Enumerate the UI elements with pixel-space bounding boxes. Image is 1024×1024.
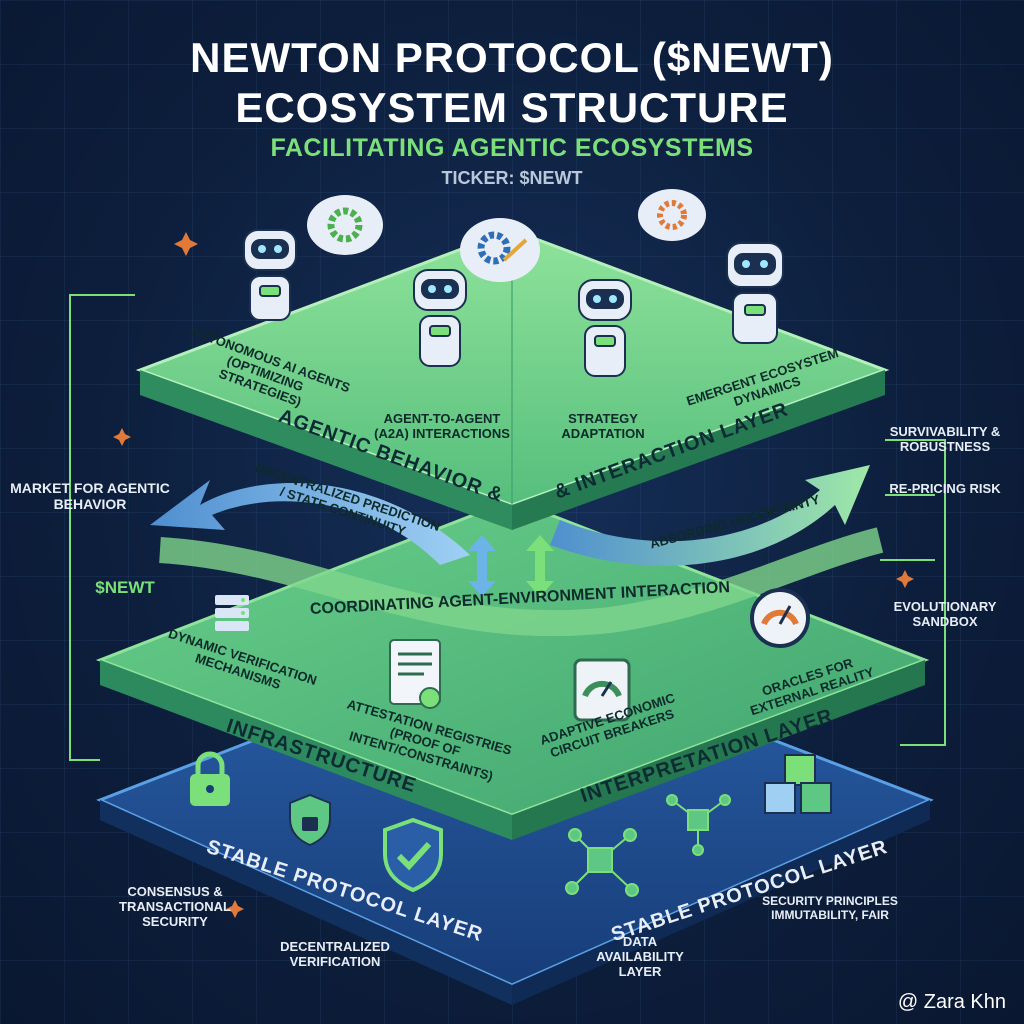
right-flow-arrow — [550, 465, 870, 566]
side-data-label: DATA AVAILABILITY LAYER — [596, 934, 684, 979]
top-item-a2a: AGENT-TO-AGENT (A2A) INTERACTIONS — [374, 411, 510, 441]
page-title-line1: NEWTON PROTOCOL ($NEWT) — [190, 34, 834, 81]
shield-check-icon — [383, 817, 443, 893]
page-subtitle: FACILITATING AGENTIC ECOSYSTEMS — [270, 134, 754, 162]
network-icon — [565, 794, 731, 897]
watermark-text: @ Zara Khn — [897, 991, 1006, 1013]
side-security-label: SECURITY PRINCIPLES IMMUTABILITY, FAIR — [762, 894, 898, 922]
vertical-arrows — [468, 535, 554, 597]
ticker-label: TICKER: $NEWT — [441, 168, 583, 188]
robot-icons — [243, 229, 784, 377]
gauge-icon-oracle — [750, 588, 810, 648]
side-verification-label: DECENTRALIZED VERIFICATION — [280, 939, 390, 969]
server-icon — [215, 595, 249, 631]
page-title-line2: ECOSYSTEM STRUCTURE — [235, 84, 789, 131]
sparkle-decorations — [113, 232, 914, 918]
shield-icon — [289, 793, 331, 847]
side-survivability-label: SURVIVABILITY & ROBUSTNESS — [889, 424, 1001, 454]
document-icon — [389, 639, 441, 709]
side-market-label: MARKET FOR AGENTIC BEHAVIOR — [10, 480, 170, 513]
top-layer-slab — [135, 228, 890, 530]
side-sandbox-label: EVOLUTIONARY SANDBOX — [893, 599, 997, 629]
token-label: $NEWT — [95, 578, 155, 597]
padlock-icon — [190, 751, 230, 806]
top-item-strategy-adaptation: STRATEGY ADAPTATION — [561, 411, 645, 441]
cubes-icon — [764, 754, 832, 814]
side-connectors — [69, 294, 946, 761]
side-repricing-label: RE-PRICING RISK — [889, 481, 1001, 496]
side-consensus-label: CONSENSUS & TRANSACTIONAL SECURITY — [119, 884, 231, 929]
speech-bubble-icons — [307, 189, 706, 282]
middle-layer-slab — [95, 498, 930, 840]
gauge-icon — [573, 658, 631, 722]
left-flow-arrow — [150, 480, 470, 565]
